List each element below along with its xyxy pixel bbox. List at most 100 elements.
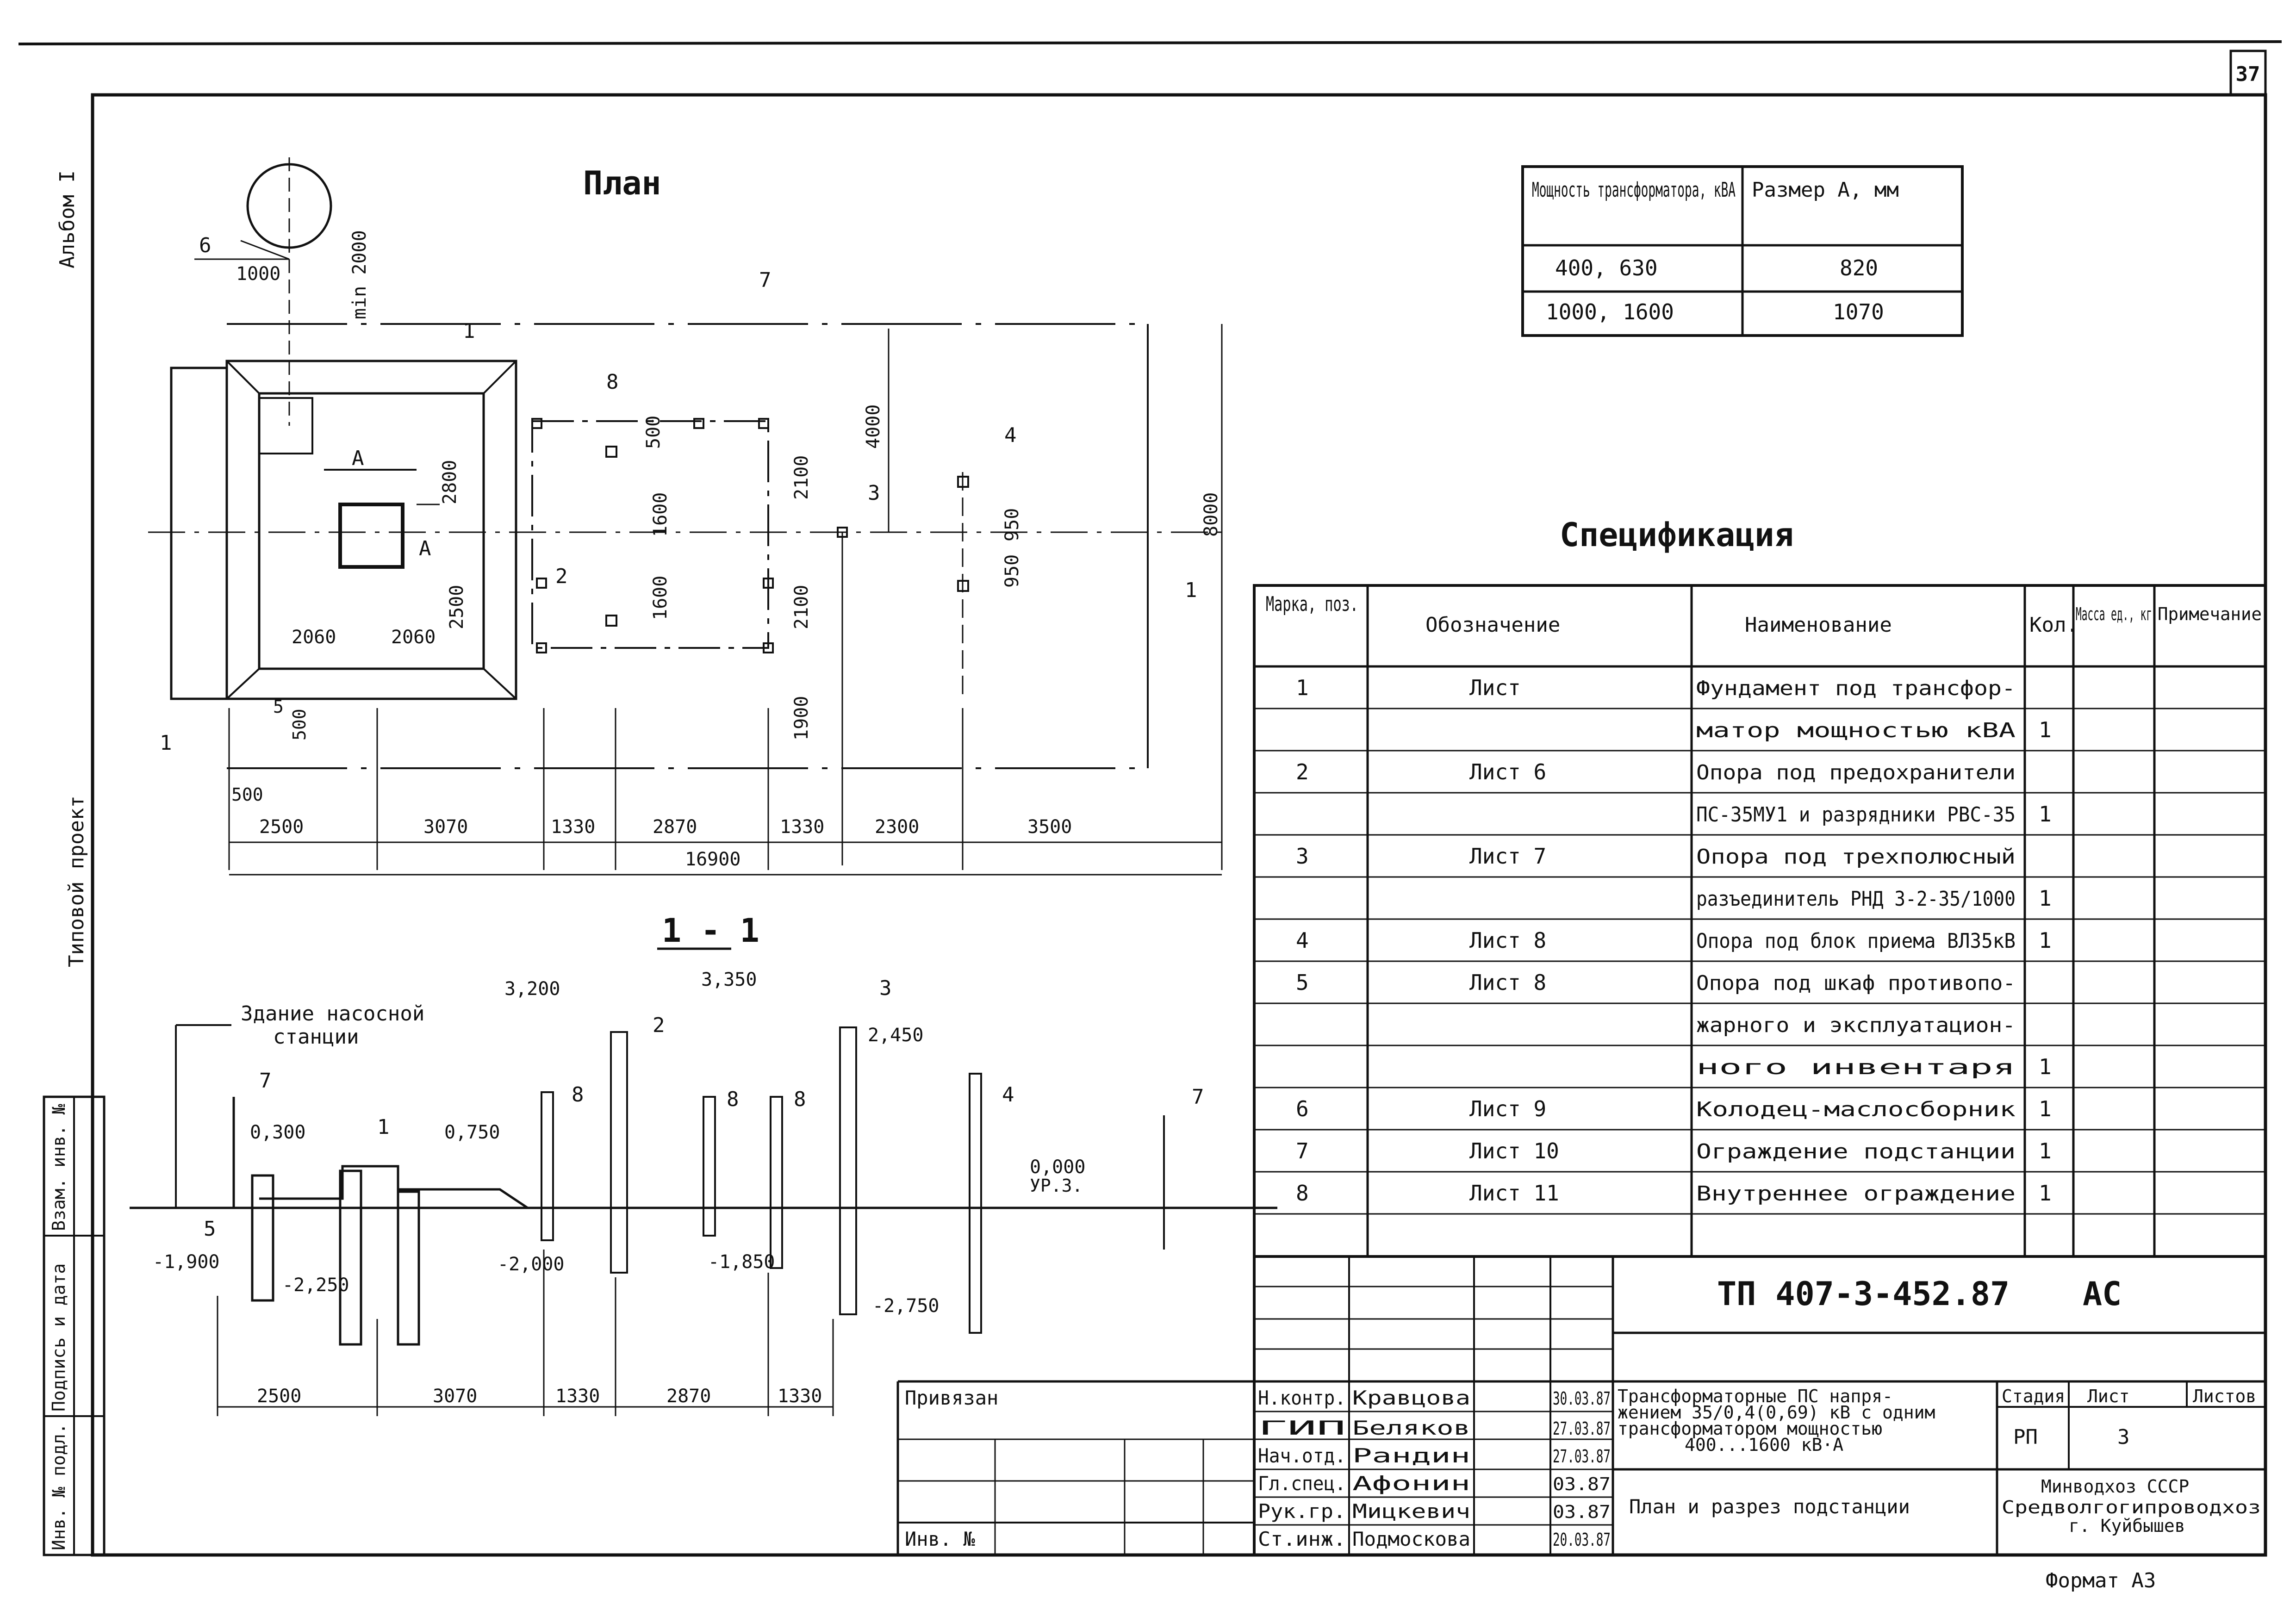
plan-dim-3: 1330 [551, 816, 595, 838]
section-mark-7b: 7 [1192, 1085, 1204, 1109]
title-role-date: 03.87 [1553, 1474, 1611, 1494]
title-suffix: АС [2083, 1275, 2122, 1313]
stage-header: Стадия [2002, 1386, 2065, 1406]
plan-dim-p: 8000 [1201, 492, 1222, 537]
section-mark-3: 3 [879, 976, 892, 1000]
title-code: ТП 407-3-452.87 [1717, 1275, 2010, 1313]
plan-dim-f: 2060 [391, 627, 436, 648]
section-title: 1 - 1 [662, 912, 759, 950]
spec-cell-7-2: Лист 8 [1469, 928, 1546, 953]
section-mark-left: 1 [160, 731, 172, 755]
spec-cell-3-3: Опора под предохранители [1696, 761, 2016, 784]
section-mark-1: 1 [377, 1115, 390, 1139]
spec-cell-12-4: 1 [2039, 1138, 2052, 1163]
section-mark-right: 1 [1185, 578, 1197, 602]
plan-mark-5: 5 [273, 696, 284, 717]
spec-cell-11-1: 6 [1296, 1096, 1309, 1121]
spec-cell-4-3: ПС-35МУ1 и разрядники РВС-35 [1696, 803, 2016, 827]
sheet-header: Лист [2087, 1386, 2130, 1406]
title-role-date: 03.87 [1553, 1502, 1611, 1522]
org-line2: Средволгогипроводхоз [2002, 1497, 2261, 1517]
spec-cell-5-2: Лист 7 [1469, 844, 1546, 869]
spec-cell-8-1: 5 [1296, 970, 1309, 995]
level-7: УР.З. [1030, 1175, 1083, 1196]
title-role-name: Мицкевич [1352, 1500, 1470, 1523]
plan-dim-2: 3070 [423, 816, 468, 838]
section-mark-8a: 8 [572, 1083, 584, 1107]
description-line1: Трансформаторные ПС напря- [1618, 1386, 1893, 1406]
side-stamp-field-2: Подпись и дата [49, 1263, 69, 1412]
size-table [1521, 165, 1964, 337]
size-table-cell-1-2: 820 [1840, 255, 1878, 280]
sheets-header: Листов [2193, 1386, 2256, 1406]
spec-cell-5-1: 3 [1296, 844, 1309, 869]
bound-label: Привязан [905, 1387, 998, 1409]
building-label-line1: Здание насосной [241, 1002, 424, 1026]
plan-dim-n: 950 [1002, 508, 1023, 541]
plan-mark-6: 6 [199, 234, 212, 257]
plan-dim-o: 950 [1002, 554, 1023, 588]
size-table-header-2: Размер А, мм [1752, 178, 1899, 202]
size-table-cell-2-2: 1070 [1833, 299, 1884, 324]
spec-header-mass: Масса ед., кг [2076, 604, 2152, 624]
plan-mark-4: 4 [1004, 423, 1017, 447]
section-mark-2: 2 [653, 1014, 665, 1037]
plan-dim-j: 2100 [791, 455, 812, 500]
level-12: -2,750 [872, 1295, 940, 1317]
plan-dim-total: 16900 [685, 849, 740, 870]
level-1: 3,200 [504, 978, 560, 1000]
level-11: -1,850 [708, 1251, 775, 1273]
plan-title: План [583, 164, 661, 202]
plan-dim-b: min 2000 [349, 230, 370, 319]
plan-dim-1: 2500 [259, 816, 304, 838]
spec-cell-7-1: 4 [1296, 928, 1309, 953]
side-stamp: Взам. инв. № Подпись и дата Инв. № подл. [43, 1095, 106, 1556]
plan-dim-d: 2500 [446, 585, 467, 629]
section-dim-4: 2870 [666, 1386, 711, 1407]
plan-dim-5: 1330 [780, 816, 824, 838]
plan-drawing [148, 157, 1223, 876]
spec-cell-12-2: Лист 10 [1469, 1138, 1559, 1163]
section-mark-4: 4 [1002, 1083, 1014, 1107]
project-type-label: Типовой проект [65, 796, 88, 967]
description-line4: 400...1600 кВ·А [1685, 1435, 1843, 1455]
section-dim-2: 3070 [433, 1386, 477, 1407]
section-drawing [130, 1024, 1277, 1416]
level-2: 3,350 [701, 969, 757, 990]
spec-cell-1-2: Лист [1469, 675, 1521, 700]
spec-cell-1-3: Фундамент под трансфор- [1696, 677, 2016, 700]
spec-cell-4-4: 1 [2039, 802, 2052, 827]
plan-dim-l: 4000 [863, 404, 884, 449]
section-dim-3: 1330 [555, 1386, 600, 1407]
spec-cell-10-4: 1 [2039, 1054, 2052, 1079]
plan-mark-8: 8 [606, 370, 619, 394]
org-line3: г. Куйбышев [2069, 1516, 2185, 1536]
spec-cell-11-3: Колодец-маслосборник [1696, 1098, 2016, 1121]
transformer-foundation [225, 360, 517, 700]
spec-cell-13-1: 8 [1296, 1181, 1309, 1206]
title-role-date: 27.03.87 [1553, 1418, 1611, 1439]
title-role-role: ГИП [1258, 1417, 1346, 1439]
spec-cell-1-1: 1 [1296, 675, 1309, 700]
size-table-cell-1-1: 400, 630 [1555, 255, 1658, 280]
plan-dim-7: 3500 [1027, 816, 1072, 838]
plan-mark-2: 2 [555, 565, 568, 588]
title-role-role: Н.контр. [1258, 1387, 1346, 1409]
spec-cell-6-3: разъединитель РНД 3-2-35/1000 [1696, 887, 2016, 911]
plan-dim-a: 1000 [236, 263, 280, 285]
section-dim-5: 1330 [778, 1386, 822, 1407]
spec-cell-8-2: Лист 8 [1469, 970, 1546, 995]
spec-cell-13-2: Лист 11 [1469, 1181, 1559, 1206]
size-table-cell-2-1: 1000, 1600 [1546, 299, 1674, 324]
spec-cell-13-3: Внутреннее ограждение [1696, 1182, 2016, 1206]
section-mark-8c: 8 [794, 1088, 806, 1111]
title-role-role: Гл.спец. [1258, 1472, 1346, 1495]
section-dim-1: 2500 [257, 1386, 301, 1407]
level-4: 0,300 [250, 1122, 305, 1143]
title-role-role: Ст.инж. [1258, 1528, 1346, 1550]
section-mark-7a: 7 [259, 1069, 272, 1093]
format-label: Формат А3 [2046, 1569, 2156, 1592]
